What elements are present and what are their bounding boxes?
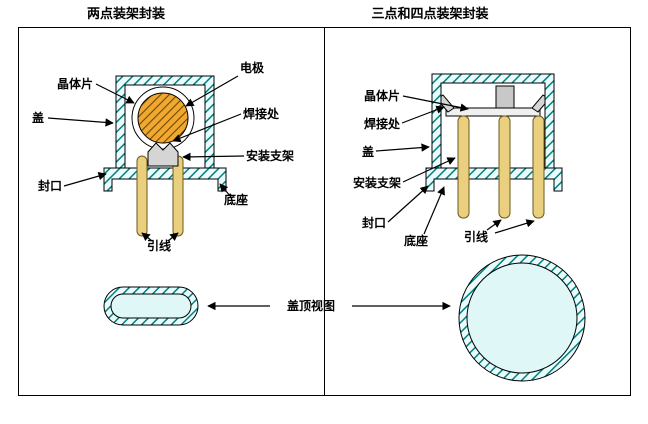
- cover-top-views: 盖顶视图: [103, 254, 586, 382]
- right-crystal-plate: [445, 107, 541, 117]
- left-label-electrode: 电极: [240, 60, 265, 75]
- left-panel-title: 两点装架封装: [87, 6, 165, 21]
- right-lead-arrow-2: [494, 219, 535, 234]
- left-label-weld: 焊接处: [243, 106, 280, 121]
- right-label-seal: 封口: [362, 215, 386, 230]
- left-lead-arrow-2: [167, 232, 179, 242]
- left-electrode-arrow: [185, 75, 239, 107]
- right-panel-title: 三点和四点装架封装: [371, 6, 488, 21]
- right-label-crystal: 晶体片: [364, 88, 400, 103]
- right-label-leads: 引线: [464, 229, 488, 244]
- right-bracket-arrow: [402, 157, 456, 183]
- right-label-base: 底座: [404, 233, 428, 248]
- right-weld-arrow: [401, 105, 445, 124]
- left-electrode: [137, 92, 189, 144]
- left-seal-arrow: [63, 172, 107, 187]
- left-lead-1: [136, 155, 148, 237]
- left-base-arrow: [219, 183, 232, 198]
- left-label-bracket: 安装支架: [246, 148, 294, 163]
- left-mounting-bracket: [147, 142, 179, 167]
- left-label-seal: 封口: [38, 178, 62, 193]
- left-bracket-arrow: [182, 152, 245, 162]
- left-base-header: [103, 167, 227, 192]
- right-cover-arrow: [375, 143, 430, 152]
- right-lead-3: [532, 115, 545, 219]
- left-lead-2: [172, 155, 184, 237]
- left-label-cover: 盖: [32, 110, 44, 125]
- right-label-bracket: 安装支架: [353, 175, 401, 190]
- left-cover-arrow: [47, 117, 114, 127]
- left-lead-arrow-1: [141, 232, 153, 242]
- right-base-arrow: [423, 186, 445, 235]
- right-electrode-block: [495, 85, 515, 111]
- right-cover-interior: [440, 82, 546, 169]
- right-label-cover: 盖: [362, 144, 374, 159]
- multi-point-package: [425, 73, 563, 219]
- right-annotation-arrows: [375, 95, 535, 235]
- right-panel-labels: 晶体片 焊接处 盖 安装支架 封口 底座 引线: [353, 88, 488, 248]
- right-label-weld: 焊接处: [364, 116, 401, 131]
- right-seal-arrow: [387, 185, 429, 223]
- right-crystal-arrow: [402, 95, 469, 112]
- left-crystal-arrow: [95, 83, 135, 104]
- left-label-base: 底座: [224, 192, 248, 207]
- left-cover-topview-inner: [110, 293, 192, 319]
- right-cover-topview-inner: [466, 262, 578, 374]
- right-lead-1: [457, 115, 470, 219]
- left-weld-arrow: [172, 113, 242, 143]
- topview-label: 盖顶视图: [287, 298, 335, 313]
- left-label-leads: 引线: [147, 238, 171, 253]
- left-panel-labels: 晶体片 电极 盖 焊接处 安装支架 封口 底座 引线: [32, 60, 294, 253]
- right-lead-arrow-1: [486, 219, 502, 231]
- left-annotation-arrows: [47, 75, 245, 242]
- right-lead-2: [498, 115, 511, 219]
- left-label-crystal: 晶体片: [57, 76, 93, 91]
